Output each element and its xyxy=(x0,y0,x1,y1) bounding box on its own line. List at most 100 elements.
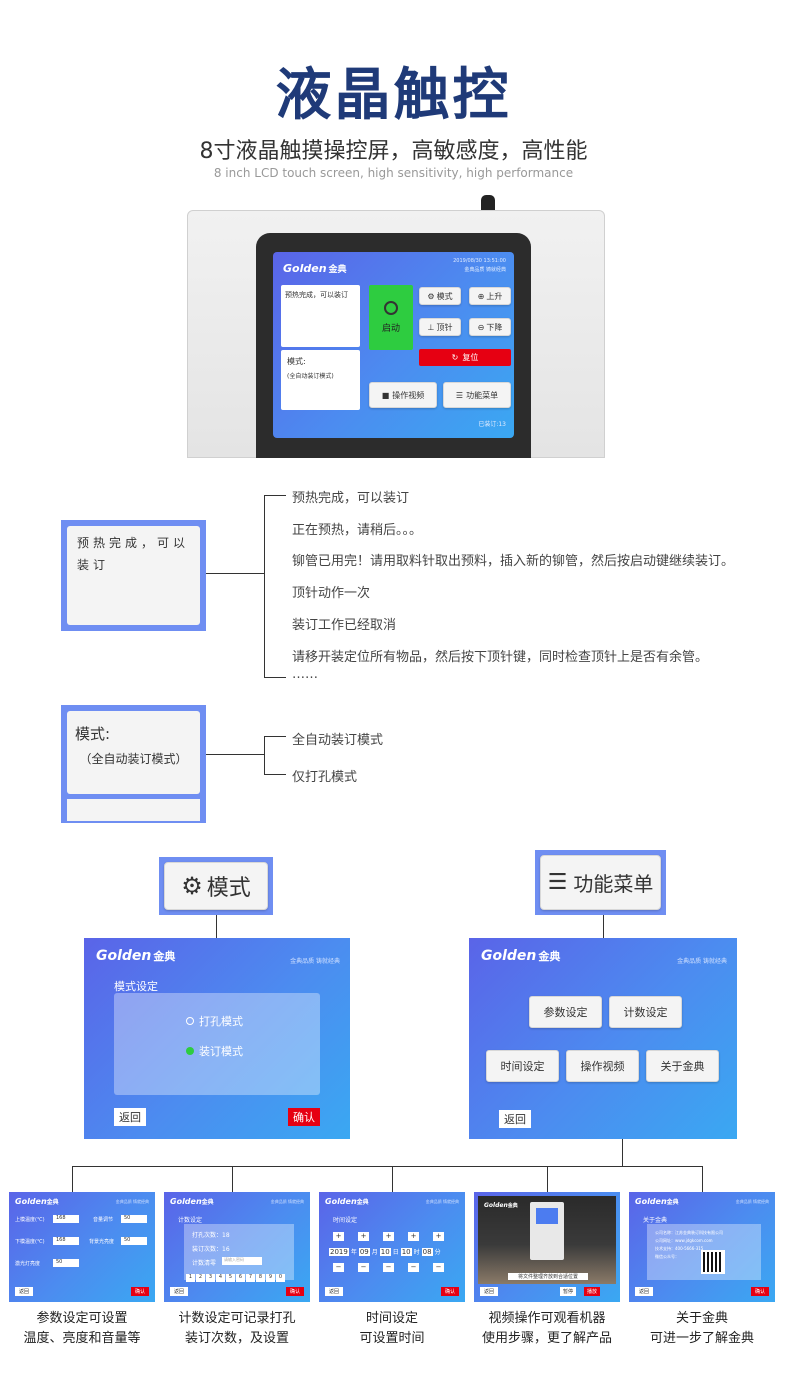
thumb-confirm-button[interactable]: 确认 xyxy=(285,1287,304,1296)
menu-about-button[interactable]: 关于金典 xyxy=(646,1050,719,1082)
connector-line xyxy=(603,915,604,938)
plus-button[interactable]: + xyxy=(358,1232,369,1241)
plus-button[interactable]: + xyxy=(433,1232,444,1241)
time-title: 时间设定 xyxy=(333,1217,358,1224)
connector-line xyxy=(216,915,217,938)
count-password-input[interactable]: 请输入密码 xyxy=(222,1257,262,1265)
minus-button[interactable]: − xyxy=(433,1263,444,1272)
device-reset-button[interactable]: ↻复位 xyxy=(419,349,511,366)
thumb-param-screen: Golden金典 金典品质 铸就经典 上模温度(℃) 168 音量调节 50 下… xyxy=(9,1192,155,1302)
param-backlight-select[interactable]: 50 xyxy=(121,1237,147,1245)
device-pin-button[interactable]: ⊥顶针 xyxy=(419,318,461,336)
keypad-key[interactable]: 1 xyxy=(186,1274,195,1282)
video-machine-image xyxy=(530,1202,564,1260)
menu-button-frame: ☰功能菜单 xyxy=(535,850,666,915)
mode-panel: 模式: （全自动装订模式） xyxy=(67,711,200,794)
menu-count-button[interactable]: 计数设定 xyxy=(609,996,682,1028)
video-camera-icon: ■ xyxy=(381,390,390,400)
reset-icon: ↻ xyxy=(451,353,459,362)
mode-back-button[interactable]: 返回 xyxy=(114,1108,146,1126)
minus-button[interactable]: − xyxy=(408,1263,419,1272)
thumb-back-button[interactable]: 返回 xyxy=(325,1287,344,1296)
plus-button[interactable]: + xyxy=(383,1232,394,1241)
subtitle-cn: 8寸液晶触摸操控屏，高敏感度，高性能 xyxy=(199,139,588,164)
keypad-key[interactable]: 3 xyxy=(206,1274,215,1282)
device-start-button[interactable]: 启动 xyxy=(369,285,413,350)
param-volume-select[interactable]: 50 xyxy=(121,1215,147,1223)
device-mode-button[interactable]: ⚙模式 xyxy=(419,287,461,305)
mode-option-bind[interactable]: 装订模式 xyxy=(186,1043,243,1059)
thumb-back-button[interactable]: 返回 xyxy=(480,1287,499,1296)
mode-option-punch[interactable]: 打孔模式 xyxy=(186,1013,243,1029)
radio-checked-icon xyxy=(186,1047,194,1055)
keypad-key[interactable]: 5 xyxy=(226,1274,235,1282)
mode-options-box: 打孔模式 装订模式 xyxy=(114,993,320,1095)
connector-line xyxy=(702,1166,703,1192)
mode-screen-title: 模式设定 xyxy=(114,980,158,993)
device-menu-button[interactable]: ☰功能菜单 xyxy=(443,382,511,408)
minus-button[interactable]: − xyxy=(333,1263,344,1272)
keypad-key[interactable]: 2 xyxy=(196,1274,205,1282)
device-mode-box[interactable]: 模式: (全自动装订模式) xyxy=(281,350,360,410)
gear-icon: ⚙ xyxy=(427,291,435,301)
thumb-logo: Golden金典 xyxy=(15,1197,59,1206)
menu-back-button[interactable]: 返回 xyxy=(499,1110,531,1128)
keypad-key[interactable]: 8 xyxy=(256,1274,265,1282)
thumb-video-screen: Golden金典 Golden金典 将文件整理齐放到合适位置 暂停 播放 返回 xyxy=(474,1192,620,1302)
thumb-slogan: 金典品质 铸就经典 xyxy=(425,1199,459,1204)
menu-video-button[interactable]: 操作视频 xyxy=(566,1050,639,1082)
menu-param-button[interactable]: 参数设定 xyxy=(529,996,602,1028)
time-month: 09 xyxy=(358,1247,370,1256)
minus-button[interactable]: − xyxy=(358,1263,369,1272)
message-panel-text: 预热完成，可以装订 xyxy=(77,536,190,572)
count-clear-label: 计数清零 xyxy=(192,1260,217,1267)
device-start-label: 启动 xyxy=(381,324,400,334)
time-unit: 年 xyxy=(350,1249,357,1256)
device-up-button[interactable]: ⊕上升 xyxy=(469,287,511,305)
param-lower-select[interactable]: 168 xyxy=(53,1237,79,1245)
plus-button[interactable]: + xyxy=(333,1232,344,1241)
thumb-back-button[interactable]: 返回 xyxy=(635,1287,654,1296)
param-laser-select[interactable]: 50 xyxy=(53,1259,79,1267)
thumb-confirm-button[interactable]: 确认 xyxy=(440,1287,459,1296)
thumb-logo: Golden金典 xyxy=(635,1197,679,1206)
device-message-box: 预热完成，可以装订 xyxy=(281,285,360,347)
mode-item: 全自动装订模式 xyxy=(292,733,384,748)
mode-panel-lower xyxy=(67,799,200,821)
thumb-back-button[interactable]: 返回 xyxy=(170,1287,189,1296)
param-upper-select[interactable]: 168 xyxy=(53,1215,79,1223)
device-video-button[interactable]: ■操作视频 xyxy=(369,382,437,408)
menu-time-button[interactable]: 时间设定 xyxy=(486,1050,559,1082)
keypad-key[interactable]: 6 xyxy=(236,1274,245,1282)
device-down-button[interactable]: ⊖下降 xyxy=(469,318,511,336)
keypad-key[interactable]: 9 xyxy=(266,1274,275,1282)
plus-button[interactable]: + xyxy=(408,1232,419,1241)
keypad-key[interactable]: 0 xyxy=(276,1274,285,1282)
video-play-button[interactable]: 播放 xyxy=(584,1287,601,1296)
connector-line xyxy=(264,677,286,678)
message-item: 正在预热，请稍后。。。 xyxy=(292,523,423,538)
device-mode-label: 模式: xyxy=(287,357,306,366)
mode-panel-label: 模式: xyxy=(75,725,111,743)
minus-button[interactable]: − xyxy=(383,1263,394,1272)
keypad-key[interactable]: 4 xyxy=(216,1274,225,1282)
menu-list-icon: ☰ xyxy=(547,870,568,895)
connector-line xyxy=(206,573,264,574)
thumb-logo: Golden金典 xyxy=(170,1197,214,1206)
qr-code-icon xyxy=(701,1250,725,1274)
video-pause-button[interactable]: 暂停 xyxy=(560,1287,577,1296)
count-bind: 装订次数：16 xyxy=(192,1246,230,1253)
mode-button[interactable]: ⚙模式 xyxy=(164,862,268,910)
thumb-back-button[interactable]: 返回 xyxy=(15,1287,34,1296)
message-item: 顶针动作一次 xyxy=(292,586,371,601)
keypad-key[interactable]: 7 xyxy=(246,1274,255,1282)
video-player[interactable]: Golden金典 将文件整理齐放到合适位置 xyxy=(478,1196,616,1284)
thumb-confirm-button[interactable]: 确认 xyxy=(750,1287,769,1296)
mode-confirm-button[interactable]: 确认 xyxy=(288,1108,320,1126)
mode-screen-slogan: 金典品质 铸就经典 xyxy=(290,958,340,965)
thumb-confirm-button[interactable]: 确认 xyxy=(130,1287,149,1296)
connector-line xyxy=(72,1166,702,1167)
menu-button[interactable]: ☰功能菜单 xyxy=(540,855,661,910)
